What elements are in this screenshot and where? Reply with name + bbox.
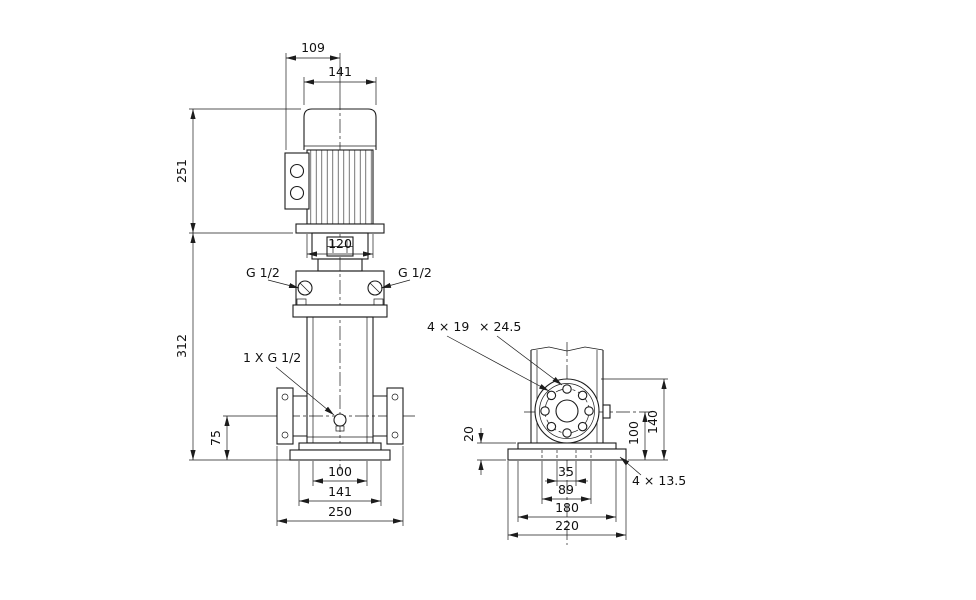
drain-plug-hex: [335, 425, 345, 432]
dim-89: 89: [541, 461, 592, 504]
dim-75: 75: [208, 415, 263, 460]
port-callout-left: G 1/2: [246, 265, 300, 289]
dim-100-front-label: 100: [328, 464, 352, 479]
dim-141-top-label: 141: [328, 64, 352, 79]
dim-35-label: 35: [558, 464, 574, 479]
port-callout-right: G 1/2: [380, 265, 432, 289]
dim-89-label: 89: [558, 482, 574, 497]
dim-220: 220: [507, 461, 627, 540]
pipe-flanges: [276, 387, 404, 445]
drain-callout: 1 X G 1/2: [243, 350, 335, 416]
side-base: [507, 442, 627, 461]
dim-180-label: 180: [555, 500, 579, 515]
dim-120-label: 120: [328, 236, 352, 251]
vent-port-right-hatch: [369, 282, 381, 294]
suction-flange-bolt-hole-bottom: [281, 431, 289, 439]
dim-220-label: 220: [555, 518, 579, 533]
dim-140-label: 140: [645, 410, 660, 434]
front-view: 109 141 251 120 G 1/2 G 1/: [174, 40, 432, 526]
base-lower-plate: [289, 449, 391, 461]
port-flange-face: [534, 378, 600, 444]
base-hole-callout: 4 × 13.5: [619, 456, 686, 488]
dim-140: 140: [601, 378, 668, 460]
nameplate-tab: [602, 404, 611, 419]
dim-250-label: 250: [328, 504, 352, 519]
suction-flange: [276, 387, 294, 445]
suction-neck: [293, 395, 307, 437]
side-view: 4 × 19 × 24.5 20 100 140: [427, 319, 686, 545]
dim-20: 20: [461, 426, 516, 475]
drain-plug: [333, 413, 347, 427]
dim-312: 312: [174, 233, 290, 461]
motor-fins: [307, 150, 373, 224]
side-base-upper-plate: [517, 442, 617, 450]
port-left-label: G 1/2: [246, 265, 280, 280]
dim-141-bottom-label: 141: [328, 484, 352, 499]
side-column: [530, 346, 611, 443]
dim-250: 250: [276, 446, 404, 526]
head-flange: [292, 304, 388, 318]
dim-312-label: 312: [174, 334, 189, 358]
base-hole-note: 4 × 13.5: [632, 473, 686, 488]
dim-120: 120: [306, 234, 374, 258]
motor: [284, 108, 385, 234]
dim-100-front: 100: [312, 461, 368, 486]
dim-109: 109: [285, 40, 341, 150]
column-sides: [530, 350, 604, 443]
side-base-lower-plate: [507, 448, 627, 461]
flange-raised-face: [539, 383, 595, 439]
flange-bore: [555, 399, 579, 423]
flange-hole-note-1: 4 × 19: [427, 319, 469, 334]
discharge-neck: [373, 395, 387, 437]
dim-109-label: 109: [301, 40, 325, 55]
suction-flange-bolt-hole-top: [281, 393, 289, 401]
flange-hole-note-2: × 24.5: [479, 319, 521, 334]
cable-gland-lower: [289, 185, 305, 201]
motor-fan-cover: [303, 108, 377, 150]
discharge-flange: [386, 387, 404, 445]
dim-100-side: 100: [626, 412, 668, 461]
dim-100-side-label: 100: [626, 421, 641, 445]
dim-141-bottom: 141: [298, 461, 382, 506]
dim-75-label: 75: [208, 430, 223, 446]
motor-flange: [295, 223, 385, 234]
staybolt-nut-left: [296, 298, 307, 306]
dim-180: 180: [517, 461, 617, 522]
column-break-line: [530, 346, 604, 352]
flange-bolt-holes: [540, 384, 594, 438]
discharge-flange-bolt-hole-top: [391, 393, 399, 401]
dim-141-top: 141: [303, 64, 377, 105]
discharge-flange-bolt-hole-bottom: [391, 431, 399, 439]
staybolt-nut-right: [373, 298, 384, 306]
base-upper-plate: [298, 442, 382, 451]
flange-hole-callout: 4 × 19 × 24.5: [427, 319, 563, 392]
drain-label: 1 X G 1/2: [243, 350, 301, 365]
port-right-label: G 1/2: [398, 265, 432, 280]
dim-35: 35: [545, 461, 588, 486]
dim-20-label: 20: [461, 426, 476, 442]
dim-251-label: 251: [174, 159, 189, 183]
vent-port-left-hatch: [299, 282, 311, 294]
cable-gland-upper: [289, 163, 305, 179]
terminal-box: [284, 152, 310, 210]
dim-251: 251: [174, 108, 301, 234]
pump-base: [289, 442, 391, 461]
